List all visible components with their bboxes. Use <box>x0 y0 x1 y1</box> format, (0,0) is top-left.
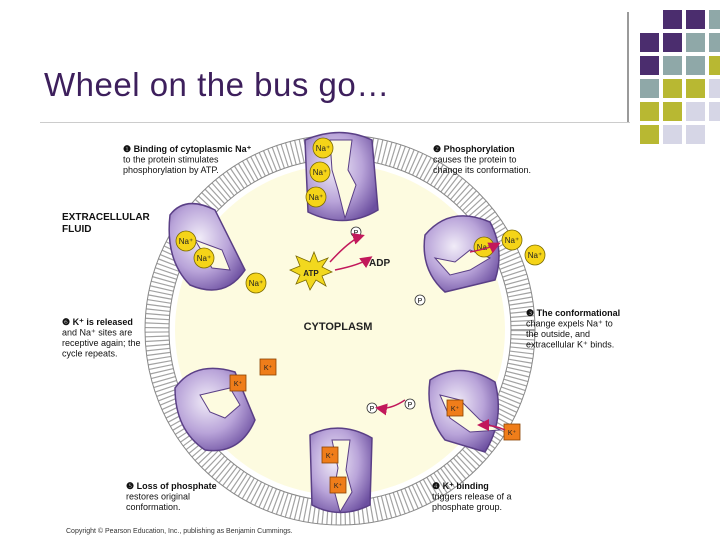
step-caption-step4-line: triggers release of a <box>432 492 512 502</box>
sodium-ion-label: Na⁺ <box>179 237 193 246</box>
phosphate-label: P <box>408 402 413 409</box>
potassium-ion-label: K⁺ <box>264 365 273 372</box>
extracellular-label-line2: FLUID <box>62 224 91 235</box>
potassium-ion <box>503 423 521 441</box>
reaction-arrows <box>329 233 506 432</box>
adp-label: ADP <box>369 258 390 269</box>
sodium-ion <box>309 161 331 183</box>
sodium-ion-label: Na⁺ <box>309 193 323 202</box>
potassium-ion <box>446 399 464 417</box>
grid-square <box>663 56 682 75</box>
step-caption-step3-line: ❸ The conformational <box>526 308 620 318</box>
sodium-ion-label: Na⁺ <box>505 236 519 245</box>
sodium-ion-label: Na⁺ <box>249 279 263 288</box>
step-caption-step2-line: change its conformation. <box>433 165 531 175</box>
pump-protein-bottom <box>309 427 373 514</box>
grid-square <box>663 79 682 98</box>
phosphate-label: P <box>418 298 423 305</box>
step-caption-step1-line: to the protein stimulates <box>123 155 219 165</box>
sodium-ion <box>524 244 546 266</box>
atp-molecule: ATP <box>289 250 333 291</box>
grid-square <box>709 79 720 98</box>
sodium-ion <box>193 247 215 269</box>
grid-square <box>640 33 659 52</box>
phosphate-groups: P P P P <box>350 226 426 414</box>
copyright-notice: Copyright © Pearson Education, Inc., pub… <box>66 527 293 535</box>
decorative-square-grid <box>640 10 720 144</box>
grid-square <box>663 125 682 144</box>
sodium-ion-label: Na⁺ <box>197 254 211 263</box>
step-caption-step6-line: receptive again; the <box>62 338 141 348</box>
potassium-ion-label: K⁺ <box>334 483 343 490</box>
sodium-ion <box>175 230 197 252</box>
grid-square <box>709 102 720 121</box>
grid-square <box>686 125 705 144</box>
grid-square <box>640 125 659 144</box>
grid-square <box>663 102 682 121</box>
step-caption-step5-line: restores original <box>126 492 190 502</box>
potassium-ions: K⁺ K⁺ K⁺ K⁺ K⁺ K⁺ <box>229 358 521 494</box>
grid-square <box>663 10 682 29</box>
sodium-ion-label: Na⁺ <box>477 243 491 252</box>
grid-square <box>686 102 705 121</box>
step-caption-step4-line: phosphate group. <box>432 502 502 512</box>
potassium-ion-label: K⁺ <box>234 381 243 388</box>
grid-square <box>709 33 720 52</box>
potassium-ion <box>259 358 277 376</box>
sodium-ion <box>312 137 334 159</box>
potassium-ion <box>329 476 347 494</box>
step-caption-step6-line: cycle repeats. <box>62 349 118 359</box>
step-caption-step1-line: ❶ Binding of cytoplasmic Na⁺ <box>123 144 252 154</box>
potassium-ion-label: K⁺ <box>326 453 335 460</box>
atp-label: ATP <box>303 269 319 278</box>
extracellular-label-line1: EXTRACELLULAR <box>62 212 151 223</box>
step-caption-step4-line: ❹ K⁺ binding <box>432 481 489 491</box>
sodium-ion-label: Na⁺ <box>313 168 327 177</box>
step-caption-step5-line: conformation. <box>126 502 181 512</box>
sodium-ion <box>501 229 523 251</box>
grid-square <box>686 79 705 98</box>
step-caption-step2-line: causes the protein to <box>433 155 517 165</box>
grid-square <box>663 33 682 52</box>
potassium-ion <box>229 374 247 392</box>
step-caption-step1-line: phosphorylation by ATP. <box>123 165 219 175</box>
step-caption-step3-line: change expels Na⁺ to <box>526 319 613 329</box>
phosphate-label: P <box>370 406 375 413</box>
grid-square <box>709 56 720 75</box>
cytoplasm-label: CYTOPLASM <box>304 321 373 333</box>
potassium-ion-label: K⁺ <box>508 430 517 437</box>
grid-square <box>640 79 659 98</box>
grid-square <box>686 56 705 75</box>
phosphate-label: P <box>354 230 359 237</box>
grid-square <box>686 10 705 29</box>
slide-title: Wheel on the bus go… <box>44 66 390 103</box>
grid-square <box>709 10 720 29</box>
step-caption-step6-line: and Na⁺ sites are <box>62 328 132 338</box>
sodium-ion-label: Na⁺ <box>316 144 330 153</box>
divider-vertical <box>627 12 629 122</box>
step-captions: ❶ Binding of cytoplasmic Na⁺to the prote… <box>62 144 620 512</box>
grid-square <box>640 56 659 75</box>
sodium-ion <box>245 272 267 294</box>
sodium-ion <box>305 186 327 208</box>
step-caption-step3-line: extracellular K⁺ binds. <box>526 340 614 350</box>
potassium-ion-label: K⁺ <box>451 406 460 413</box>
pump-protein-upper-right <box>423 215 500 293</box>
divider-horizontal <box>40 122 630 123</box>
step-caption-step6-line: ❻ K⁺ is released <box>62 317 133 327</box>
potassium-ion <box>321 446 339 464</box>
step-caption-step2-line: ❷ Phosphorylation <box>433 144 515 154</box>
cytoplasm-area <box>175 165 505 495</box>
step-caption-step5-line: ❺ Loss of phosphate <box>126 481 217 491</box>
grid-square <box>640 102 659 121</box>
sodium-ion-label: Na⁺ <box>528 251 542 260</box>
step-caption-step3-line: the outside, and <box>526 329 590 339</box>
grid-square <box>686 33 705 52</box>
